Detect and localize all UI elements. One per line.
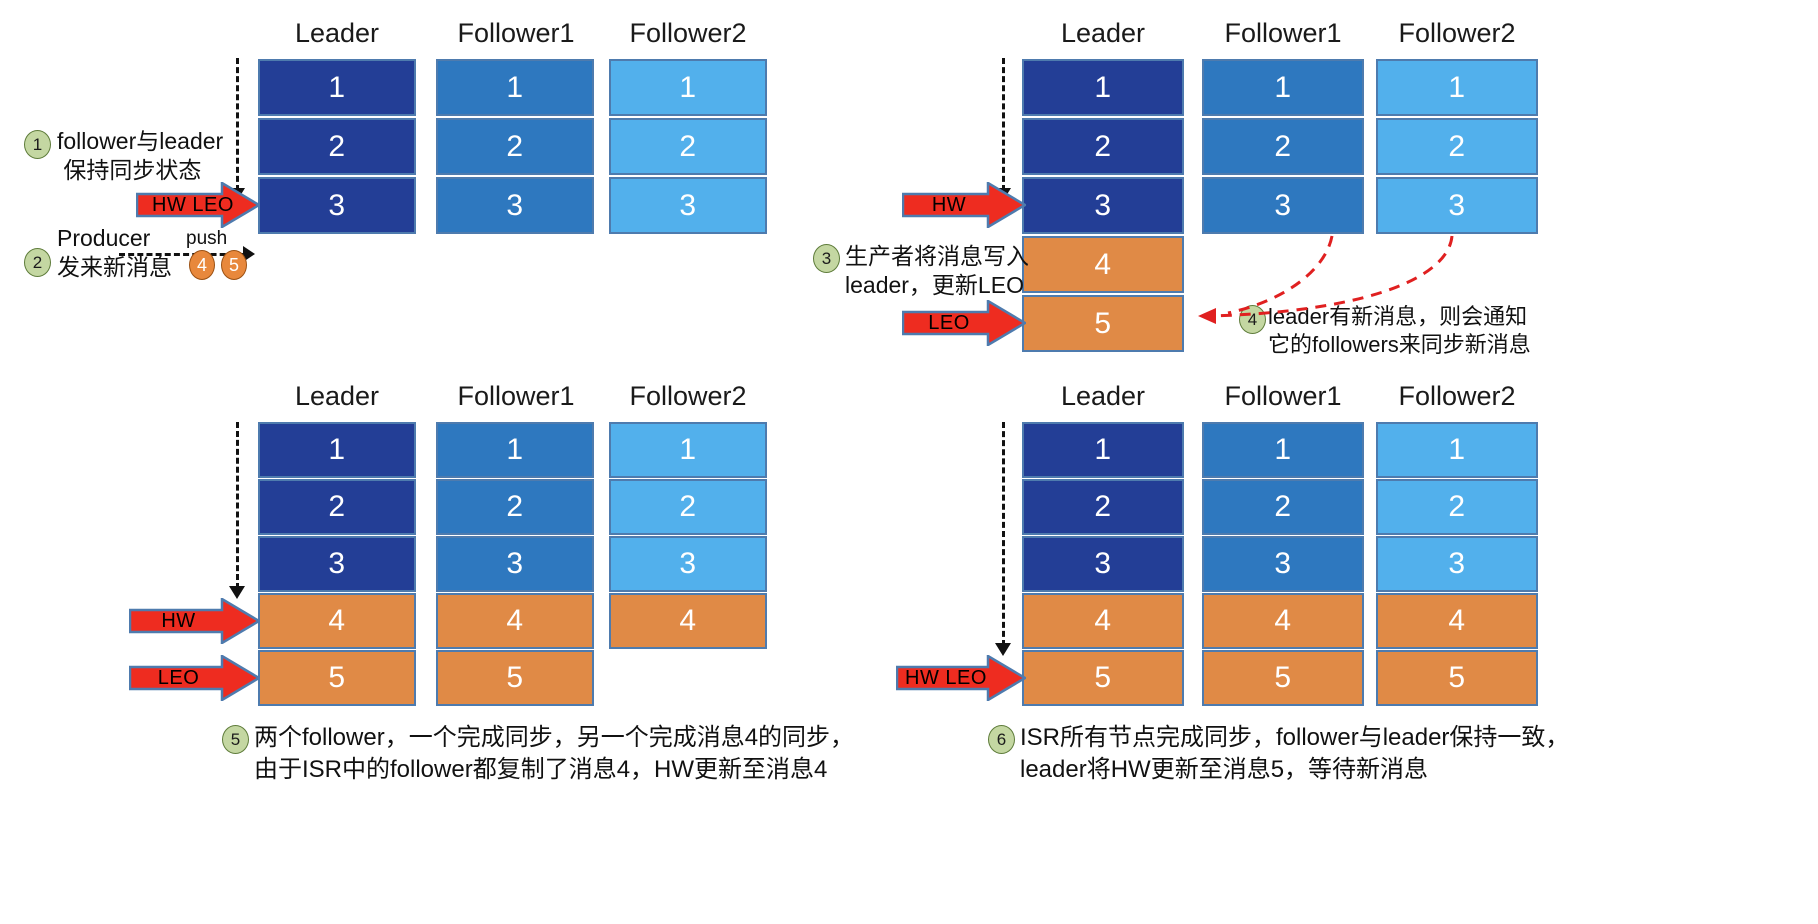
panel-4-leader-cell-4: 4 [1022,593,1184,649]
panel-3-caption: 两个follower，一个完成同步，另一个完成消息4的同步， 由于ISR中的fo… [254,724,855,783]
panel-3-follower1-cell-4: 4 [436,593,594,649]
panel-1-header-follower2: Follower2 [629,18,747,48]
panel-4-leader-cell-1: 1 [1022,422,1184,478]
panel-1-follower2-cell-3: 3 [609,177,767,234]
panel-1-follower2-cell-2: 2 [609,118,767,175]
panel-2-follower2-cell-2: 2 [1376,118,1538,175]
panel-2-follower2-cell-3: 3 [1376,177,1538,234]
panel-4-follower2-cell-2: 2 [1376,479,1538,535]
panel-2-leader-cell-4: 4 [1022,236,1184,293]
panel-3-follower2-cell-4: 4 [609,593,767,649]
panel-3-pointer-hw: HW [129,598,260,644]
panel-2-note-3: 生产者将消息写入 leader，更新LEO [845,243,1029,299]
panel-3-follower2-cell-3: 3 [609,536,767,592]
panel-3-leader-cell-1: 1 [258,422,416,478]
panel-3-timeline-arrowhead [229,586,245,599]
panel-1-badge-1: 1 [24,130,51,159]
panel-3-leader-cell-2: 2 [258,479,416,535]
panel-4-leader-cell-5: 5 [1022,650,1184,706]
panel-1-leader-cell-2: 2 [258,118,416,175]
panel-2-leader-cell-2: 2 [1022,118,1184,175]
panel-2-header-follower2: Follower2 [1398,18,1516,48]
panel-3-follower1-cell-5: 5 [436,650,594,706]
panel-3-header-follower2: Follower2 [629,381,747,411]
panel-3-timeline [236,422,239,589]
panel-2-follower1-cell-3: 3 [1202,177,1364,234]
panel-2-header-leader: Leader [1060,18,1146,48]
panel-3-pointer-leo: LEO [129,655,260,701]
panel-1-note-2: Producer 发来新消息 [57,225,172,281]
panel-2-follower1-cell-1: 1 [1202,59,1364,116]
panel-3-follower2-cell-1: 1 [609,422,767,478]
panel-1-leader-cell-1: 1 [258,59,416,116]
panel-3-follower1-cell-3: 3 [436,536,594,592]
panel-3-header-leader: Leader [294,381,380,411]
panel-4-timeline-arrowhead [995,643,1011,656]
panel-4-leader-cell-2: 2 [1022,479,1184,535]
panel-3-header-follower1: Follower1 [457,381,575,411]
panel-1-follower1-cell-2: 2 [436,118,594,175]
panel-4-follower1-cell-5: 5 [1202,650,1364,706]
panel-2-leader-cell-3: 3 [1022,177,1184,234]
panel-2-follower1-cell-2: 2 [1202,118,1364,175]
panel-1-header-follower1: Follower1 [457,18,575,48]
panel-1-note-1: follower与leader 保持同步状态 [57,128,224,184]
panel-1-push-arrowhead [243,246,255,262]
panel-2-timeline [1002,58,1005,191]
panel-3-follower2-cell-2: 2 [609,479,767,535]
panel-1-header-leader: Leader [294,18,380,48]
panel-2-header-follower1: Follower1 [1224,18,1342,48]
panel-1-follower1-cell-3: 3 [436,177,594,234]
panel-4-follower2-cell-5: 5 [1376,650,1538,706]
panel-2-badge-3: 3 [813,244,840,273]
panel-4-leader-cell-3: 3 [1022,536,1184,592]
panel-4-header-leader: Leader [1060,381,1146,411]
panel-4-badge-6: 6 [988,725,1015,754]
panel-4-caption: ISR所有节点完成同步，follower与leader保持一致， leader将… [1020,724,1570,783]
panel-4-follower1-cell-4: 4 [1202,593,1364,649]
panel-1-follower1-cell-1: 1 [436,59,594,116]
panel-4-follower2-cell-1: 1 [1376,422,1538,478]
panel-2-leader-cell-1: 1 [1022,59,1184,116]
panel-2-pointer-leo: LEO [902,300,1026,346]
panel-4-follower2-cell-4: 4 [1376,593,1538,649]
panel-4-header-follower1: Follower1 [1224,381,1342,411]
panel-4-header-follower2: Follower2 [1398,381,1516,411]
panel-4-follower1-cell-1: 1 [1202,422,1364,478]
panel-2-leader-cell-5: 5 [1022,295,1184,352]
panel-4-follower1-cell-3: 3 [1202,536,1364,592]
panel-4-timeline [1002,422,1005,646]
panel-3-leader-cell-4: 4 [258,593,416,649]
panel-2-badge-4: 4 [1239,305,1266,334]
panel-3-follower1-cell-1: 1 [436,422,594,478]
panel-3-badge-5: 5 [222,725,249,754]
panel-1-badge-2: 2 [24,248,51,277]
panel-4-follower1-cell-2: 2 [1202,479,1364,535]
panel-1-push-message-4: 4 [189,250,215,280]
panel-4-pointer-hw-leo: HW LEO [896,655,1026,701]
panel-1-push-label: push [186,228,228,249]
panel-1-leader-cell-3: 3 [258,177,416,234]
panel-3-follower1-cell-2: 2 [436,479,594,535]
panel-4-follower2-cell-3: 3 [1376,536,1538,592]
panel-3-leader-cell-5: 5 [258,650,416,706]
panel-1-timeline [236,58,239,191]
panel-2-pointer-hw: HW [902,182,1026,228]
panel-1-pointer-hw-leo: HW LEO [136,182,260,228]
panel-2-follower2-cell-1: 1 [1376,59,1538,116]
panel-1-push-line [119,253,244,256]
panel-2-note-4: leader有新消息，则会通知 它的followers来同步新消息 [1268,304,1531,358]
panel-3-leader-cell-3: 3 [258,536,416,592]
panel-1-push-message-5: 5 [221,250,247,280]
panel-1-follower2-cell-1: 1 [609,59,767,116]
